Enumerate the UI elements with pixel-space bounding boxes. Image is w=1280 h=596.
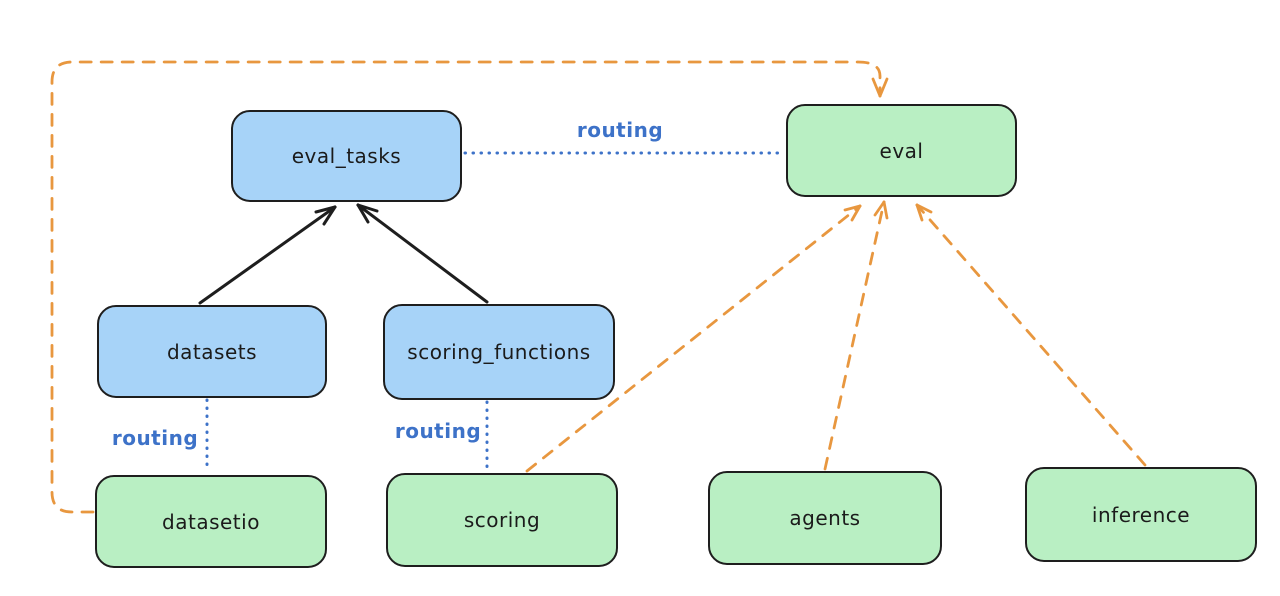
node-scoring-functions: scoring_functions — [383, 304, 615, 400]
node-eval: eval — [786, 104, 1017, 197]
edge-agents-to-eval-dashed-arrow — [823, 200, 889, 471]
node-eval-label: eval — [879, 138, 924, 163]
node-eval-tasks-label: eval_tasks — [291, 144, 402, 168]
routing-label-eval-tasks-eval: routing — [576, 118, 664, 142]
node-datasetio: datasetio — [95, 475, 327, 568]
edge-inference-to-eval-dashed-arrow — [915, 203, 1147, 467]
node-scoring-functions-label: scoring_functions — [407, 340, 591, 364]
node-agents-label: agents — [789, 506, 861, 530]
node-eval-tasks: eval_tasks — [231, 110, 462, 202]
node-scoring: scoring — [386, 473, 618, 567]
node-inference-label: inference — [1091, 502, 1191, 527]
node-agents: agents — [708, 471, 942, 565]
edge-datasetio-to-eval-dashed-arrow — [50, 60, 889, 514]
routing-label-datasets-datasetio: routing — [111, 426, 199, 450]
node-datasets-label: datasets — [166, 339, 258, 364]
node-datasetio-label: datasetio — [162, 509, 260, 534]
node-datasets: datasets — [97, 305, 327, 398]
routing-label-scoring-functions-scoring: routing — [394, 419, 482, 443]
node-scoring-label: scoring — [463, 508, 541, 532]
edge-scoring-functions-to-eval-tasks-arrow — [356, 203, 489, 304]
edge-scoring-to-eval-dashed-arrow — [525, 204, 862, 473]
node-inference: inference — [1025, 467, 1257, 562]
edge-datasets-to-eval-tasks-arrow — [198, 205, 337, 305]
